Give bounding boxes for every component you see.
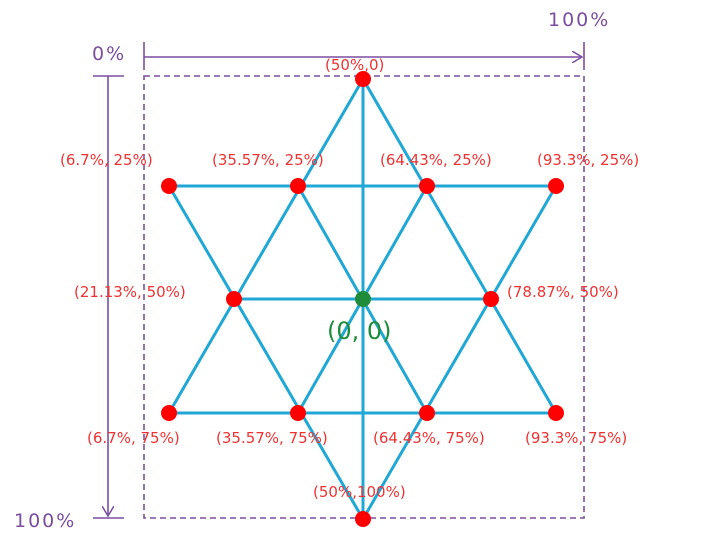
label-lower-3: (64.43%, 75%)	[373, 429, 485, 447]
label-lower-1: (6.7%, 75%)	[87, 429, 180, 447]
point-lower-2	[290, 405, 306, 421]
point-labels: (50%,0) (6.7%, 25%) (35.57%, 25%) (64.43…	[60, 56, 639, 501]
y-axis-end-label: 100%	[14, 510, 76, 532]
point-lower-1	[161, 405, 177, 421]
x-axis-end-label: 100%	[548, 9, 610, 31]
point-upper-1	[161, 178, 177, 194]
point-bottom	[355, 511, 371, 527]
point-upper-2	[290, 178, 306, 194]
label-upper-2: (35.57%, 25%)	[212, 151, 324, 169]
points	[161, 71, 564, 527]
label-bottom: (50%,100%)	[313, 483, 406, 501]
point-mid-right	[483, 291, 499, 307]
point-upper-4	[548, 178, 564, 194]
point-upper-3	[419, 178, 435, 194]
x-axis-start-label: 0%	[92, 43, 126, 65]
point-mid-left	[226, 291, 242, 307]
label-upper-1: (6.7%, 25%)	[60, 151, 153, 169]
label-mid-left: (21.13%, 50%)	[74, 283, 186, 301]
label-mid-right: (78.87%, 50%)	[507, 283, 619, 301]
point-top	[355, 71, 371, 87]
label-upper-3: (64.43%, 25%)	[380, 151, 492, 169]
label-lower-2: (35.57%, 75%)	[216, 429, 328, 447]
point-lower-4	[548, 405, 564, 421]
point-lower-3	[419, 405, 435, 421]
label-upper-4: (93.3%, 25%)	[537, 151, 639, 169]
point-center	[355, 291, 371, 307]
label-lower-4: (93.3%, 75%)	[525, 429, 627, 447]
label-center: (0, 0)	[327, 317, 392, 345]
label-top: (50%,0)	[325, 56, 384, 74]
